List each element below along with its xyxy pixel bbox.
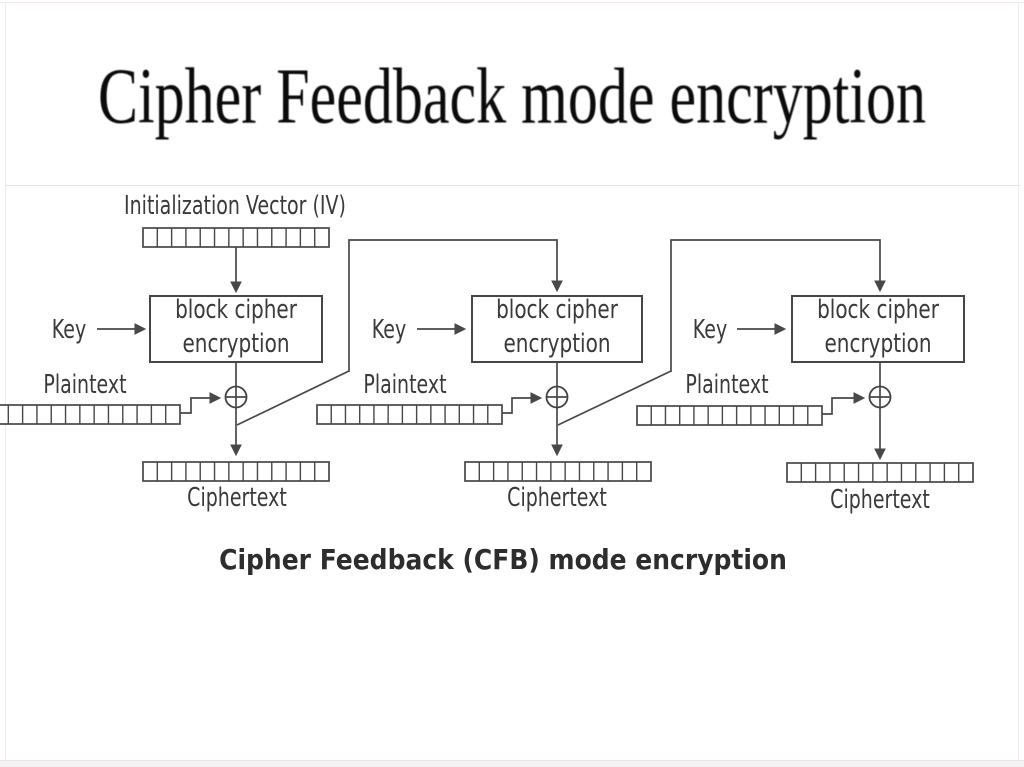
plaintext-to-xor-arrow-3 <box>822 392 866 415</box>
xor-icon-2 <box>545 385 569 409</box>
ciphertext-bar-3 <box>786 462 974 483</box>
slide-title: Cipher Feedback mode encryption <box>0 56 1024 135</box>
block-cipher-label-3: block cipher encryption <box>817 293 939 359</box>
feedback-diagonal-1 <box>236 370 350 426</box>
ciphertext-label-1: Ciphertext <box>187 483 287 513</box>
diagram-caption: Cipher Feedback (CFB) mode encryption <box>219 543 787 576</box>
block-cipher-box-1 <box>149 295 323 363</box>
slide-border-top <box>0 2 1024 3</box>
content-divider-line <box>6 185 1020 186</box>
plaintext-label-3: Plaintext <box>685 370 769 400</box>
feedback-line-2 <box>670 239 886 372</box>
plaintext-label-1: Plaintext <box>43 370 127 400</box>
feedback-diagonal-2 <box>557 370 672 426</box>
slide-border-left <box>5 2 6 760</box>
ciphertext-bar-2 <box>464 461 652 482</box>
key-label-1: Key <box>51 315 87 345</box>
plaintext-bar-1 <box>0 404 181 425</box>
plaintext-bar-3 <box>636 405 823 426</box>
plaintext-bar-2 <box>316 404 503 425</box>
plaintext-to-xor-arrow-1 <box>180 392 222 414</box>
block-cipher-label-1: block cipher encryption <box>175 293 297 359</box>
plaintext-label-2: Plaintext <box>363 370 447 400</box>
key-label-3: Key <box>692 315 728 345</box>
ciphertext-label-3: Ciphertext <box>830 485 930 515</box>
xor-icon-1 <box>224 385 248 409</box>
slide-border-right <box>1018 2 1019 760</box>
feedback-line-1 <box>348 239 563 372</box>
ciphertext-bar-1 <box>142 461 330 482</box>
plaintext-to-xor-arrow-2 <box>502 392 543 414</box>
block-cipher-box-3 <box>791 295 965 363</box>
iv-bar <box>142 227 330 248</box>
ciphertext-label-2: Ciphertext <box>507 483 607 513</box>
slide-title-text: Cipher Feedback mode encryption <box>97 52 927 140</box>
slide-border-bottom <box>0 760 1024 767</box>
key-label-2: Key <box>371 315 407 345</box>
block-cipher-box-2 <box>471 295 643 363</box>
iv-label: Initialization Vector (IV) <box>124 191 346 221</box>
xor-icon-3 <box>868 385 892 409</box>
block-cipher-label-2: block cipher encryption <box>496 293 618 359</box>
